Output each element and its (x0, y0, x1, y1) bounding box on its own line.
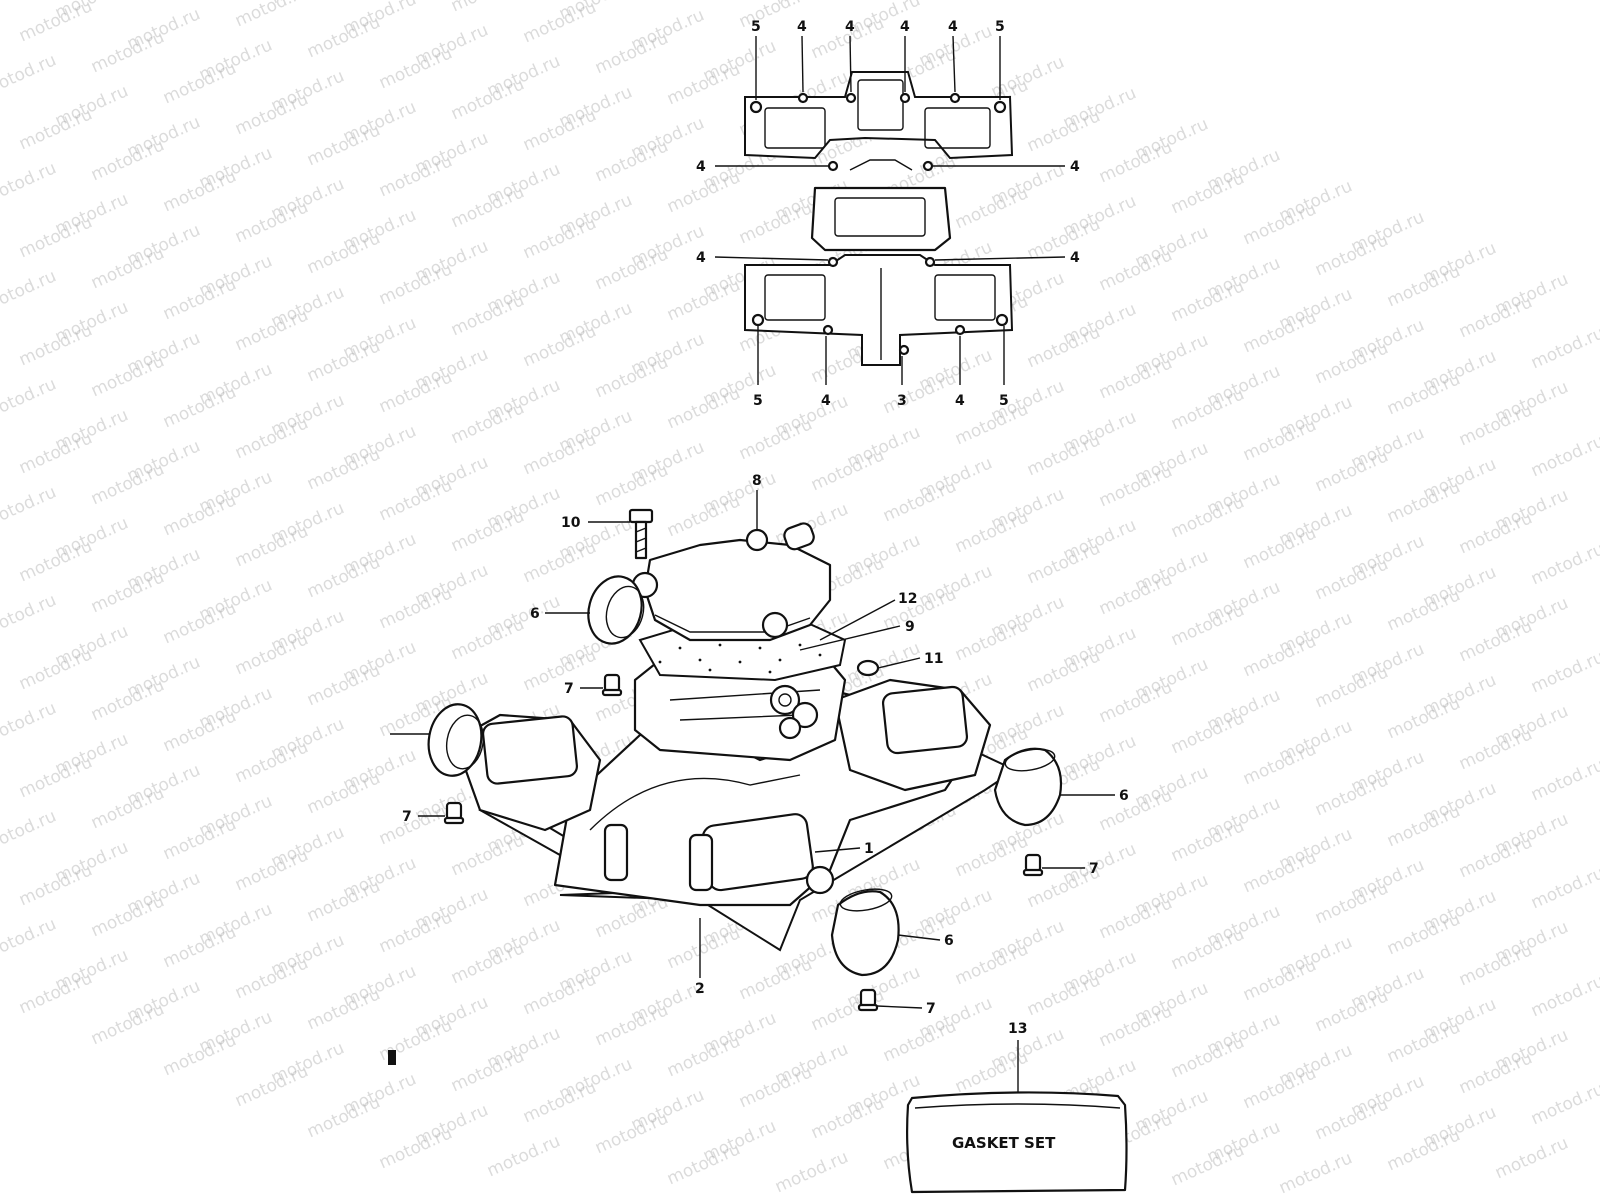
gasket-set-label: GASKET SET (952, 1134, 1056, 1152)
top-view-assembly: 5 4 4 4 4 5 4 4 4 4 5 4 3 4 5 (696, 19, 1080, 409)
callout-cap-bolt-right: 7 (1089, 861, 1099, 877)
middle-block-inner (834, 197, 926, 237)
callout-cap-bolt-upper: 7 (564, 681, 574, 697)
callout-top-3: 4 (845, 19, 855, 35)
callout-breather-gasket: 12 (898, 591, 917, 607)
breather-cap-nipple (783, 522, 815, 551)
callout-cap-bolt-left: 7 (402, 809, 412, 825)
callout-bottom-4: 4 (955, 393, 965, 409)
breather-cap-front-boss (761, 611, 789, 639)
valve-cover-left-hump (482, 715, 578, 785)
cam-end-cap-front (830, 888, 900, 977)
callout-sealing-washer: 11 (924, 651, 943, 667)
callout-cap-bolt-front: 7 (926, 1001, 936, 1017)
valve-cover-right-hump (881, 685, 969, 755)
callout-bottom-3: 3 (897, 393, 907, 409)
breather-cap-lip (654, 614, 811, 633)
cap-bolt-left (443, 801, 465, 825)
upper-gasket-left-chamber (764, 107, 826, 149)
stray-mark (388, 1050, 396, 1065)
valve-cover-front-hump (701, 813, 814, 892)
sealing-washer (856, 659, 880, 677)
breather-bolt (628, 508, 654, 560)
valve-cover-arch (589, 774, 801, 831)
breather-gear-cluster (769, 684, 819, 740)
cap-bolt-front (857, 988, 879, 1012)
callout-left-1: 4 (696, 159, 706, 175)
callout-cam-end-cap-right: 6 (1119, 788, 1129, 804)
gasket-set-bag-top-seam (914, 1103, 1121, 1109)
callout-breather-gear: 9 (905, 619, 915, 635)
callout-cover-gasket: 2 (695, 981, 705, 997)
exploded-view-leaders (390, 490, 1115, 1095)
callout-bottom-1: 5 (753, 393, 763, 409)
callout-top-6: 5 (995, 19, 1005, 35)
lower-gasket-left-chamber (764, 274, 826, 321)
top-view-leaders (714, 35, 1066, 385)
lower-gasket (744, 254, 1014, 366)
callout-left-2: 4 (696, 250, 706, 266)
lower-gasket-right-chamber (934, 274, 996, 321)
cap-bolt-upper (601, 673, 623, 697)
callout-top-5: 4 (948, 19, 958, 35)
breather-cap-top-boss (745, 528, 769, 552)
upper-gasket (744, 71, 1014, 160)
cap-bolt-right (1022, 853, 1044, 877)
callout-breather-bolt: 10 (561, 515, 581, 531)
callout-gasket-set: 13 (1008, 1021, 1027, 1037)
cam-end-cap-left (427, 703, 485, 777)
top-view-bolt-holes (749, 92, 1009, 356)
callout-right-1: 4 (1070, 159, 1080, 175)
cam-end-cap-left-upper (587, 575, 645, 645)
callout-top-1: 5 (751, 19, 761, 35)
gasket-set-kit: GASKET SET (906, 1091, 1128, 1194)
gasket-set-bag (906, 1091, 1128, 1194)
middle-block-spout (849, 159, 913, 171)
callout-cam-end-cap-front: 6 (944, 933, 954, 949)
breather-cap (643, 538, 832, 642)
upper-gasket-center-chamber (857, 79, 904, 131)
valve-cover-front-boss (805, 865, 835, 895)
callout-right-2: 4 (1070, 250, 1080, 266)
callout-top-4: 4 (900, 19, 910, 35)
upper-gasket-right-chamber (924, 107, 991, 149)
callout-breather-cap: 8 (752, 473, 762, 489)
cam-end-cap-right (993, 747, 1063, 827)
valve-cover-left-post (603, 823, 629, 882)
callout-bottom-2: 4 (821, 393, 831, 409)
callout-top-2: 4 (797, 19, 807, 35)
breather-gasket-speckle (658, 633, 822, 674)
callout-cam-end-cap-left-upper: 6 (530, 606, 540, 622)
valve-cover-center-post (688, 833, 714, 892)
exploded-view-assembly: 8 10 6 12 9 11 7 7 1 6 7 6 2 7 13 (390, 473, 1129, 1095)
callout-valve-cover: 1 (864, 841, 874, 857)
callout-bottom-5: 5 (999, 393, 1009, 409)
middle-block (810, 186, 952, 252)
